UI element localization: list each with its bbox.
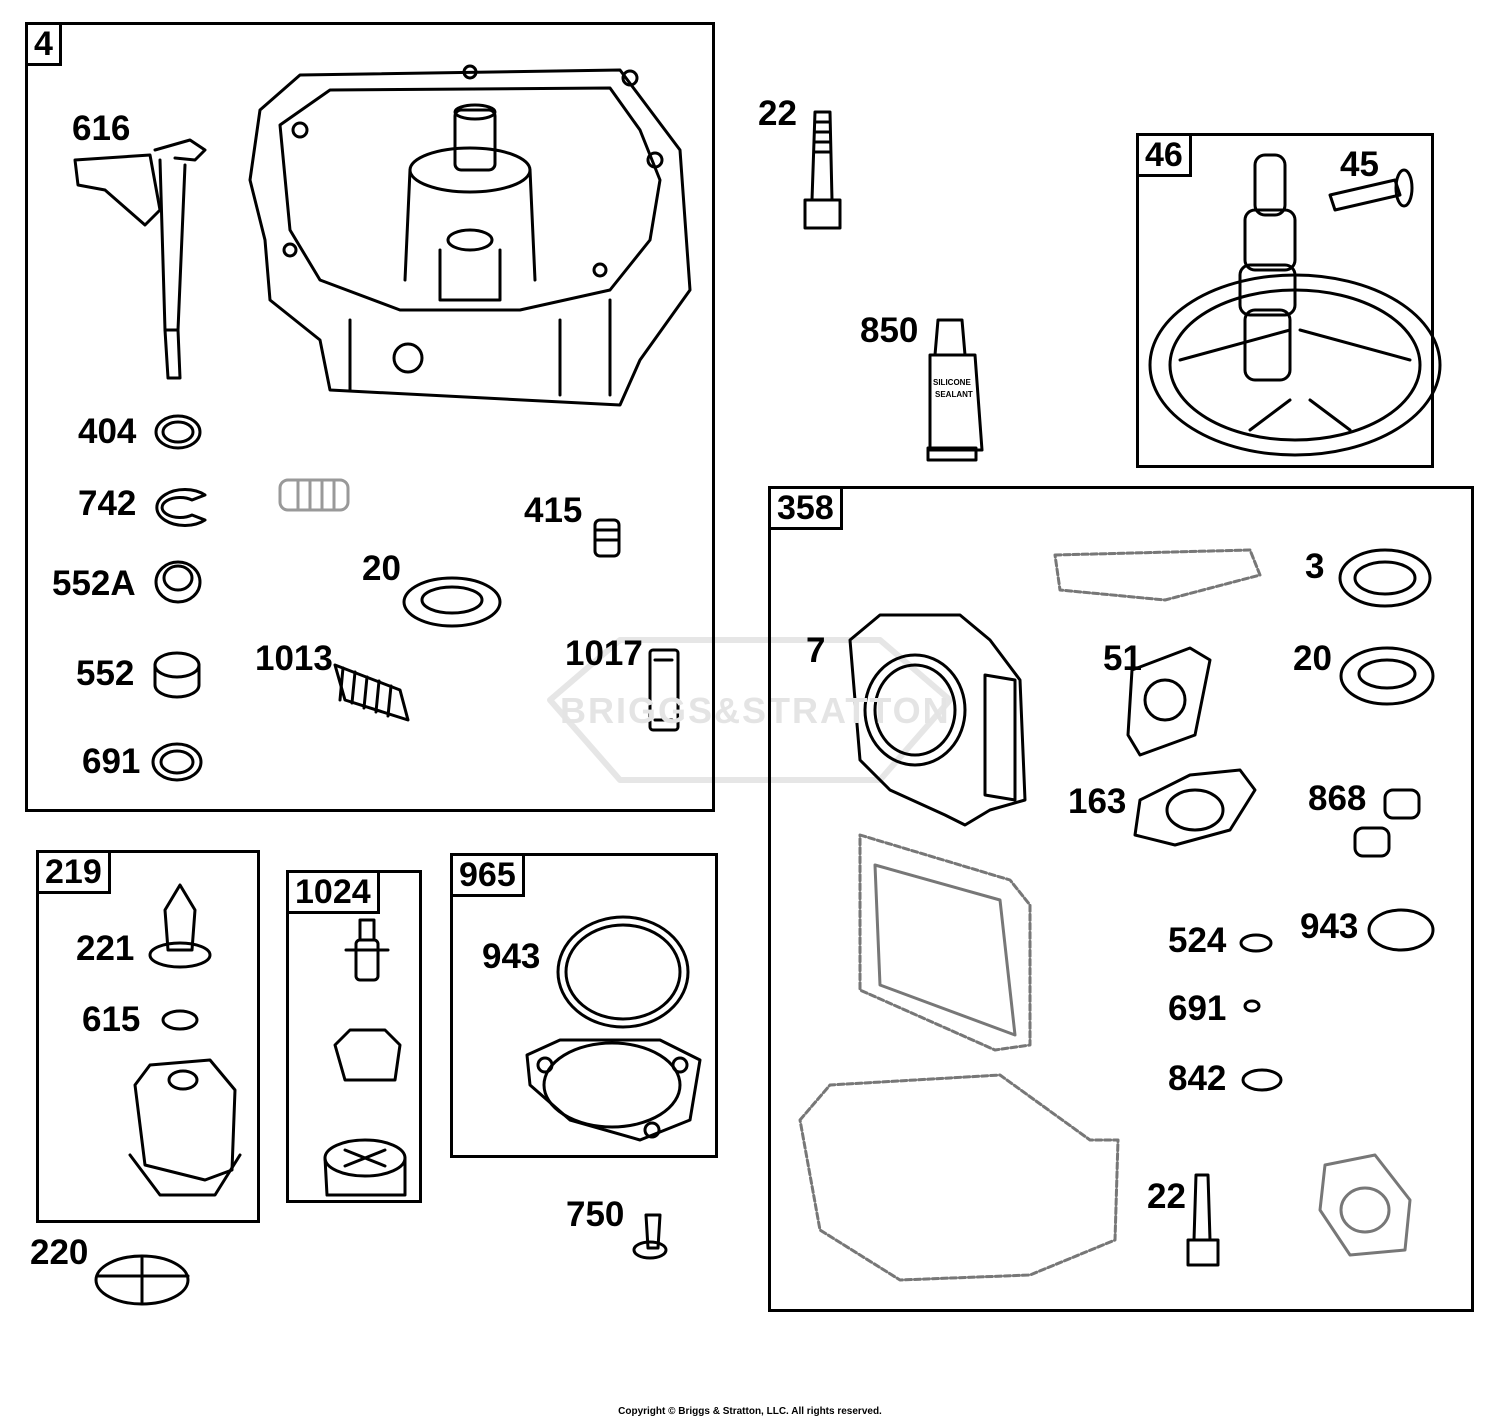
callout-3: 3: [1305, 547, 1325, 586]
callout-22-gasket-set: 22: [1147, 1177, 1186, 1216]
sealant-text-2: SEALANT: [935, 390, 973, 399]
copyright-notice: Copyright © Briggs & Stratton, LLC. All …: [618, 1406, 882, 1417]
callout-616: 616: [72, 109, 131, 148]
ref-label: 965: [453, 856, 525, 897]
watermark: BRIGGS&STRATTON: [560, 690, 951, 731]
callout-51: 51: [1103, 639, 1142, 678]
callout-691: 691: [82, 742, 141, 781]
box-crankcase-cover: 4: [25, 22, 715, 812]
ref-label: 46: [1139, 136, 1192, 177]
camshaft-drawing: [1148, 153, 1442, 457]
callout-7: 7: [806, 631, 826, 670]
callout-1017: 1017: [565, 634, 643, 673]
box-camshaft: 46: [1136, 133, 1434, 468]
callout-868: 868: [1308, 779, 1367, 818]
callout-552a: 552A: [52, 564, 136, 603]
callout-850: 850: [860, 311, 919, 350]
callout-45: 45: [1340, 145, 1379, 184]
callout-20-seal: 20: [1293, 639, 1332, 678]
callout-691-seal: 691: [1168, 989, 1227, 1028]
callout-750: 750: [566, 1195, 625, 1234]
callout-742: 742: [78, 484, 137, 523]
crankcase-cover-drawing: [248, 64, 692, 407]
callout-552: 552: [76, 654, 135, 693]
head-gasket-drawing: [848, 613, 1027, 827]
callout-943: 943: [482, 937, 541, 976]
callout-943-ring: 943: [1300, 907, 1359, 946]
ref-label: 4: [28, 25, 62, 66]
callout-220: 220: [30, 1233, 89, 1272]
ref-label: 219: [39, 853, 111, 894]
callout-20: 20: [362, 549, 401, 588]
callout-615: 615: [82, 1000, 141, 1039]
ref-label: 1024: [289, 873, 380, 914]
box-gasket-set: 358: [768, 486, 1474, 1312]
callout-842: 842: [1168, 1059, 1227, 1098]
callout-415: 415: [524, 491, 583, 530]
callout-524: 524: [1168, 921, 1227, 960]
box-governor: 219: [36, 850, 260, 1223]
ref-label: 358: [771, 489, 843, 530]
box-pump-cover: 965: [450, 853, 718, 1158]
callout-404: 404: [78, 412, 137, 451]
callout-221: 221: [76, 929, 135, 968]
callout-163: 163: [1068, 782, 1127, 821]
callout-1013: 1013: [255, 639, 333, 678]
sealant-text-1: SILICONE: [933, 378, 971, 387]
box-oil-pump: 1024: [286, 870, 422, 1203]
callout-22-bolt: 22: [758, 94, 797, 133]
